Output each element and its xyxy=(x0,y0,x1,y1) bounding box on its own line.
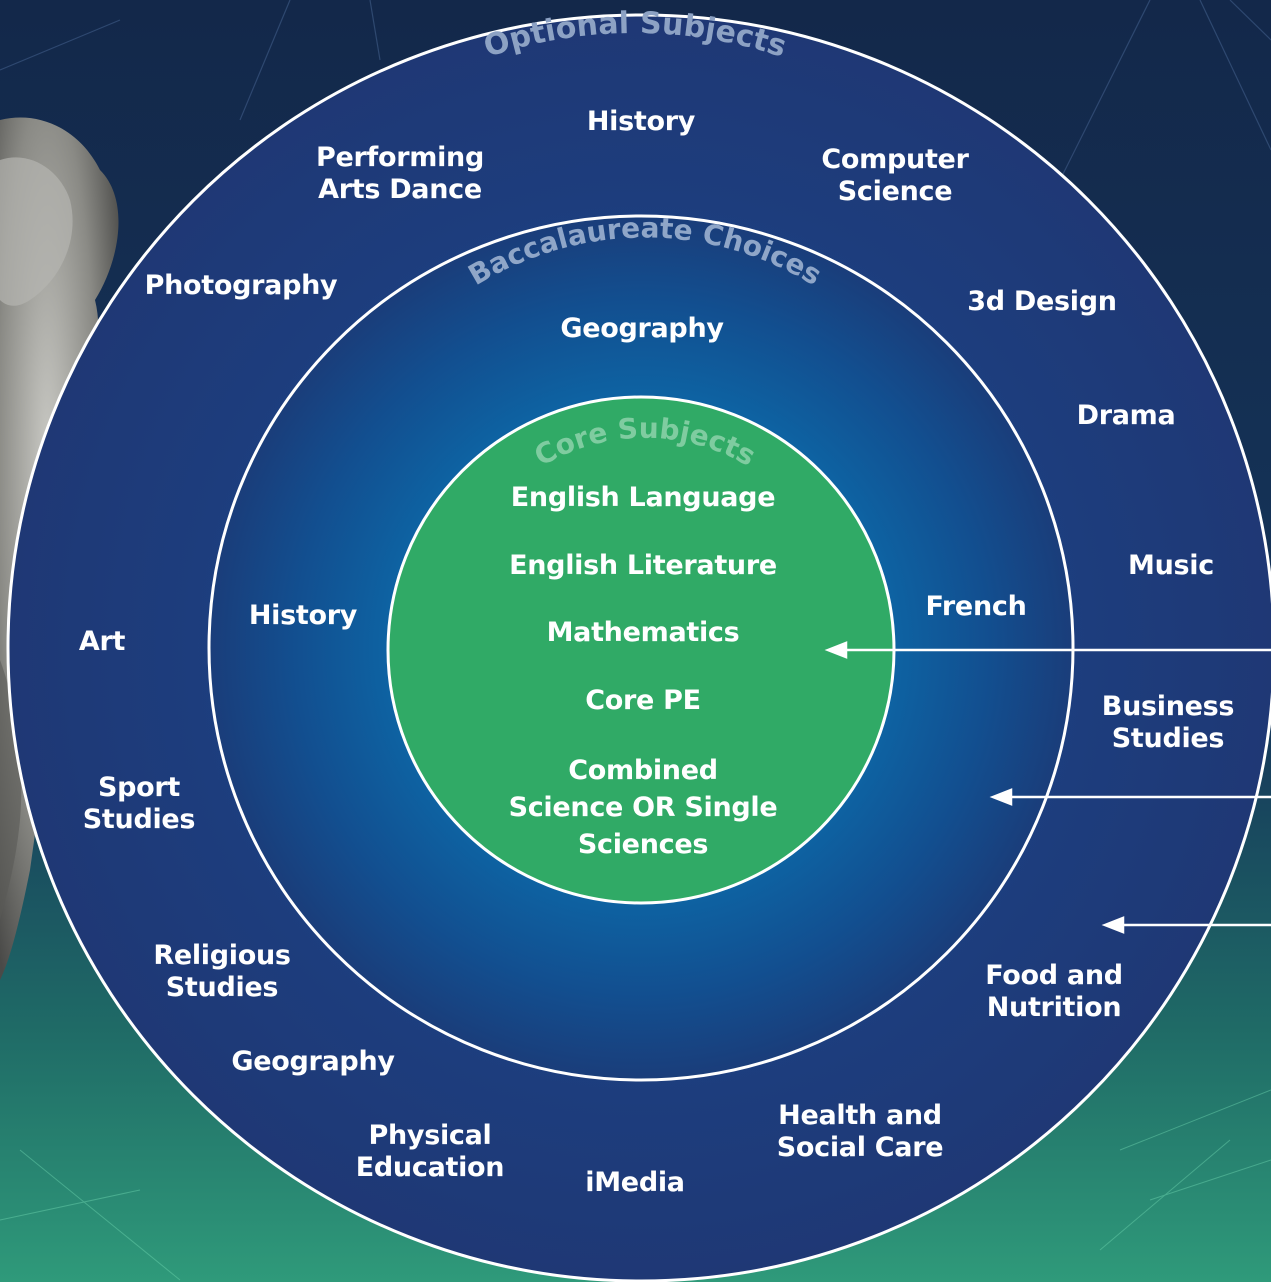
optional-subject-line: Health and xyxy=(778,1100,942,1131)
optional-subject: Computer Science xyxy=(795,144,995,208)
optional-subject: 3d Design xyxy=(957,286,1127,318)
optional-subject-line: Studies xyxy=(1111,723,1225,754)
arrow-left-icon xyxy=(824,641,1271,659)
core-subject-line: Mathematics xyxy=(546,617,740,648)
optional-subject-line: Food and xyxy=(985,960,1123,991)
optional-subject-line: Social Care xyxy=(776,1132,944,1163)
optional-subject: History xyxy=(561,106,721,138)
optional-subject: Performing Arts Dance xyxy=(300,142,500,206)
optional-subject-line: Studies xyxy=(82,804,196,835)
arrow-left-icon xyxy=(989,788,1271,806)
core-subject-line: Sciences xyxy=(577,829,709,860)
optional-subject: Business Studies xyxy=(1093,691,1243,755)
optional-subject-line: Nutrition xyxy=(986,992,1122,1023)
optional-subject: Religious Studies xyxy=(142,940,302,1004)
optional-subject-line: Photography xyxy=(144,270,338,301)
bacc-subject-line: Geography xyxy=(560,313,724,344)
green-network xyxy=(0,1089,1271,1281)
optional-subject: Drama xyxy=(1056,400,1196,432)
bacc-subject: French xyxy=(906,591,1046,623)
core-subject: Mathematics xyxy=(0,617,1271,649)
optional-subject-line: Computer xyxy=(821,144,969,175)
optional-subject-line: Business xyxy=(1101,691,1235,722)
optional-subject: Food and Nutrition xyxy=(969,960,1139,1024)
arrow-left-icon xyxy=(1101,916,1271,934)
optional-subject-line: Studies xyxy=(165,972,279,1003)
optional-subject: Sport Studies xyxy=(69,772,209,836)
optional-subject-line: Education xyxy=(355,1152,505,1183)
optional-subject-line: Science xyxy=(837,176,953,207)
optional-subject-line: 3d Design xyxy=(967,286,1117,317)
optional-subject: iMedia xyxy=(565,1167,705,1199)
optional-subject-line: Sport xyxy=(97,772,181,803)
optional-subject-line: Performing xyxy=(316,142,484,173)
optional-subject: Art xyxy=(52,626,152,658)
optional-subject-line: History xyxy=(586,106,696,137)
core-subject-line: English Literature xyxy=(509,550,777,581)
optional-subject-line: Geography xyxy=(231,1046,395,1077)
optional-subject-line: Music xyxy=(1128,550,1214,581)
optional-subject-line: Arts Dance xyxy=(318,174,482,205)
optional-subject-line: iMedia xyxy=(585,1167,685,1198)
core-subject: English Language xyxy=(0,482,1271,514)
bacc-subject: Geography xyxy=(542,313,742,345)
optional-subject-line: Physical xyxy=(368,1120,492,1151)
optional-subject: Physical Education xyxy=(340,1120,520,1184)
core-subject: English Literature xyxy=(0,550,1271,582)
optional-subject: Geography xyxy=(213,1046,413,1078)
optional-subject: Photography xyxy=(136,270,346,302)
bacc-subject: History xyxy=(223,600,383,632)
core-subject: Core PE xyxy=(0,685,1271,717)
core-subject: Combined Science OR Single Sciences xyxy=(0,752,1271,863)
bacc-subject-line: History xyxy=(248,600,358,631)
core-subject-line: English Language xyxy=(510,482,776,513)
core-subject-line: Core PE xyxy=(585,685,701,716)
optional-subject-line: Drama xyxy=(1076,400,1176,431)
arrows xyxy=(824,641,1271,934)
optional-subject: Music xyxy=(1106,550,1236,582)
core-subject-line: Combined xyxy=(568,755,718,786)
bacc-subject-line: French xyxy=(925,591,1027,622)
core-subject-line: Science OR Single xyxy=(508,792,778,823)
optional-subject-line: Religious xyxy=(153,940,291,971)
optional-subject-line: Art xyxy=(78,626,126,657)
optional-subject: Health and Social Care xyxy=(755,1100,965,1164)
